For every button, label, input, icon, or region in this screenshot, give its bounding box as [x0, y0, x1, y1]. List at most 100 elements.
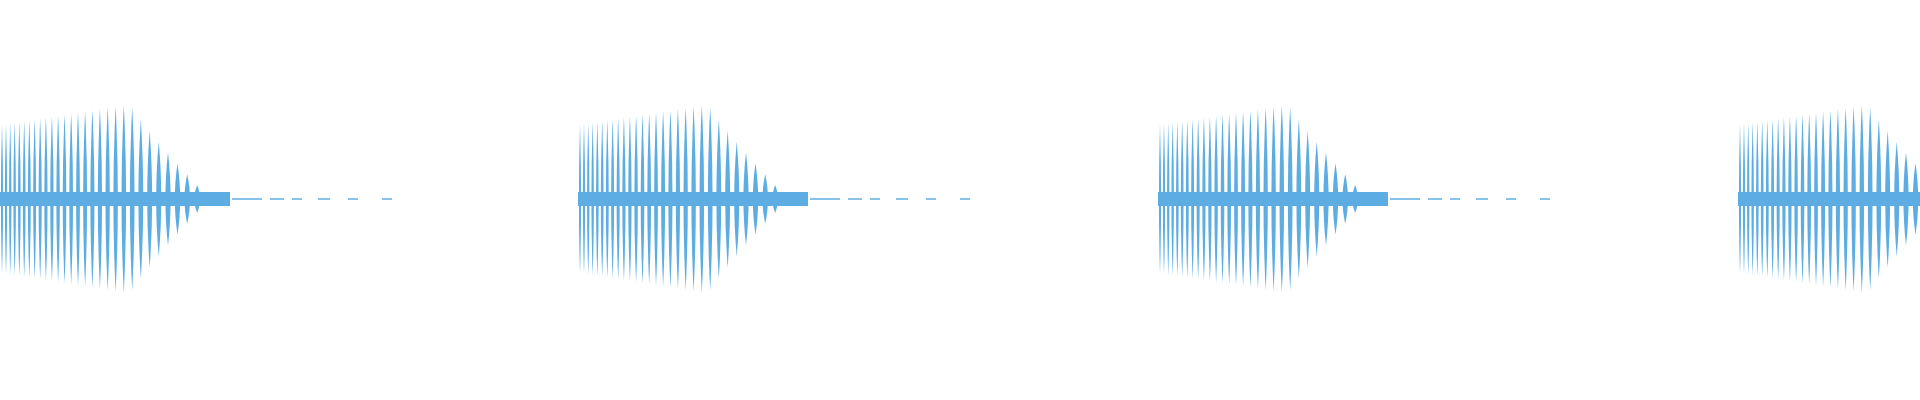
- waveform-oscillation: [1185, 120, 1189, 278]
- waveform-oscillation: [1903, 152, 1909, 246]
- waveform-oscillation: [62, 114, 67, 284]
- waveform-oscillation: [1332, 163, 1339, 235]
- waveform-oscillation: [156, 141, 162, 257]
- waveform-tail-blip: [215, 192, 229, 206]
- waveform-tail-blip: [793, 192, 807, 206]
- waveform-oscillation: [1248, 110, 1253, 288]
- waveform-oscillation: [1807, 113, 1812, 285]
- waveform-oscillation: [147, 130, 153, 268]
- waveform-oscillation: [38, 118, 42, 280]
- waveform-oscillation: [1279, 105, 1285, 293]
- waveform-oscillation: [1821, 111, 1826, 287]
- waveform-oscillation: [1814, 112, 1818, 286]
- waveform-oscillation: [27, 120, 31, 278]
- waveform-oscillation: [1255, 108, 1261, 290]
- waveform-oscillation: [622, 117, 626, 281]
- waveform-oscillation: [634, 115, 638, 283]
- waveform-oscillation: [1296, 119, 1302, 279]
- waveform-oscillation: [605, 120, 609, 278]
- waveform-oscillation: [1171, 122, 1174, 276]
- waveform-oscillation: [13, 122, 16, 276]
- waveform-oscillation: [591, 122, 594, 276]
- waveform-oscillation: [1876, 119, 1882, 279]
- waveform-oscillation: [1867, 107, 1873, 291]
- waveform-oscillation: [33, 119, 37, 279]
- waveform-oscillation: [165, 152, 171, 246]
- waveform-oscillation: [586, 123, 590, 275]
- waveform-oscillation: [1263, 107, 1268, 291]
- waveform-oscillation: [1738, 124, 1742, 274]
- waveform-oscillation: [138, 119, 144, 279]
- waveform-oscillation: [129, 107, 135, 291]
- waveform-oscillation: [1843, 107, 1848, 291]
- waveform-oscillation: [578, 124, 582, 274]
- waveform-oscillation: [1202, 117, 1206, 281]
- waveform-oscillation: [184, 174, 190, 224]
- waveform-oscillation: [1859, 105, 1865, 293]
- waveform-oscillation: [725, 130, 731, 268]
- waveform-oscillation: [1771, 119, 1775, 279]
- waveform-oscillation: [8, 123, 12, 275]
- waveform-oscillation: [772, 185, 778, 213]
- waveform-oscillation: [675, 108, 681, 290]
- waveform-oscillation: [76, 112, 80, 286]
- waveform-oscillation: [734, 141, 740, 257]
- waveform-burst: [1738, 105, 1920, 293]
- waveform-bursts: [0, 105, 1920, 293]
- waveform-oscillation: [1214, 115, 1218, 283]
- waveform-oscillation: [97, 108, 103, 290]
- waveform-oscillation: [90, 110, 95, 288]
- waveform-oscillation: [1220, 114, 1225, 284]
- waveform-oscillation: [121, 105, 127, 293]
- waveform-oscillation: [174, 163, 181, 235]
- waveform-oscillation: [668, 110, 673, 288]
- waveform-oscillation: [50, 116, 54, 282]
- waveform-oscillation: [1158, 124, 1162, 274]
- waveform-oscillation: [595, 121, 599, 277]
- waveform-oscillation: [22, 121, 26, 277]
- waveform-oscillation: [1305, 130, 1311, 268]
- waveform-oscillation: [691, 106, 696, 292]
- waveform-oscillation: [1175, 121, 1179, 277]
- waveform-oscillation: [707, 107, 713, 291]
- waveform-oscillation: [699, 105, 705, 293]
- waveform-oscillation: [1755, 121, 1759, 277]
- waveform-oscillation: [654, 112, 658, 286]
- waveform-oscillation: [600, 121, 604, 277]
- waveform-oscillation: [1800, 114, 1805, 284]
- waveform-oscillation: [1342, 174, 1348, 224]
- waveform-oscillation: [4, 123, 8, 275]
- waveform-oscillation: [1166, 123, 1170, 275]
- waveform-oscillation: [105, 107, 110, 291]
- waveform-oscillation: [1835, 108, 1841, 290]
- waveform-oscillation: [1788, 116, 1792, 282]
- waveform-oscillation: [1751, 122, 1754, 276]
- waveform-tail-blip: [1373, 192, 1387, 206]
- waveform-oscillation: [44, 117, 48, 281]
- waveform-oscillation: [611, 119, 615, 279]
- waveform-oscillation: [752, 163, 759, 235]
- waveform-oscillation: [640, 114, 645, 284]
- waveform-oscillation: [1742, 123, 1746, 275]
- waveform-burst: [578, 105, 970, 293]
- waveform-oscillation: [582, 123, 586, 275]
- waveform-oscillation: [743, 152, 749, 246]
- waveform-oscillation: [1180, 121, 1184, 277]
- waveform-oscillation: [762, 174, 768, 224]
- waveform-oscillation: [683, 107, 688, 291]
- waveform-oscillation: [1894, 141, 1900, 257]
- waveform-oscillation: [83, 111, 88, 287]
- waveform-oscillation: [1314, 141, 1320, 257]
- waveform-oscillation: [1191, 119, 1195, 279]
- waveform-oscillation: [1323, 152, 1329, 246]
- waveform-burst: [0, 105, 392, 293]
- waveform-oscillation: [1162, 123, 1166, 275]
- waveform-oscillation: [1794, 115, 1798, 283]
- waveform-oscillation: [1765, 120, 1769, 278]
- waveform-oscillation: [69, 113, 74, 285]
- waveform-oscillation: [661, 111, 666, 287]
- waveform-oscillation: [56, 115, 60, 283]
- waveform-oscillation: [17, 121, 21, 277]
- waveform-oscillation: [1196, 118, 1200, 280]
